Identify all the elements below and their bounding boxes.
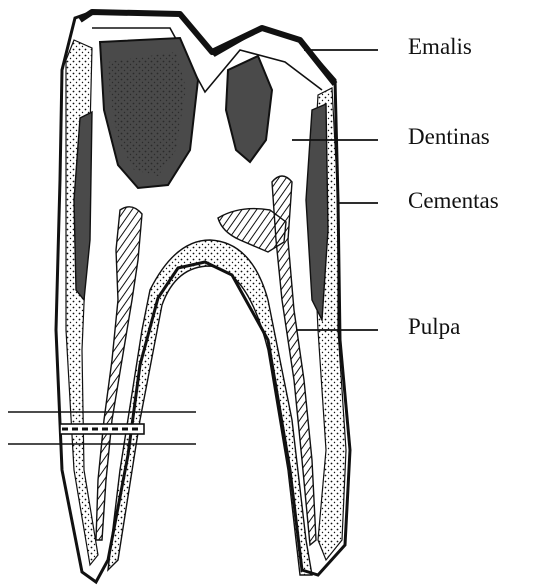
label-cementum: Cementas	[408, 188, 499, 214]
label-pulp: Pulpa	[408, 314, 460, 340]
label-enamel: Emalis	[408, 34, 472, 60]
label-dentin: Dentinas	[408, 124, 490, 150]
